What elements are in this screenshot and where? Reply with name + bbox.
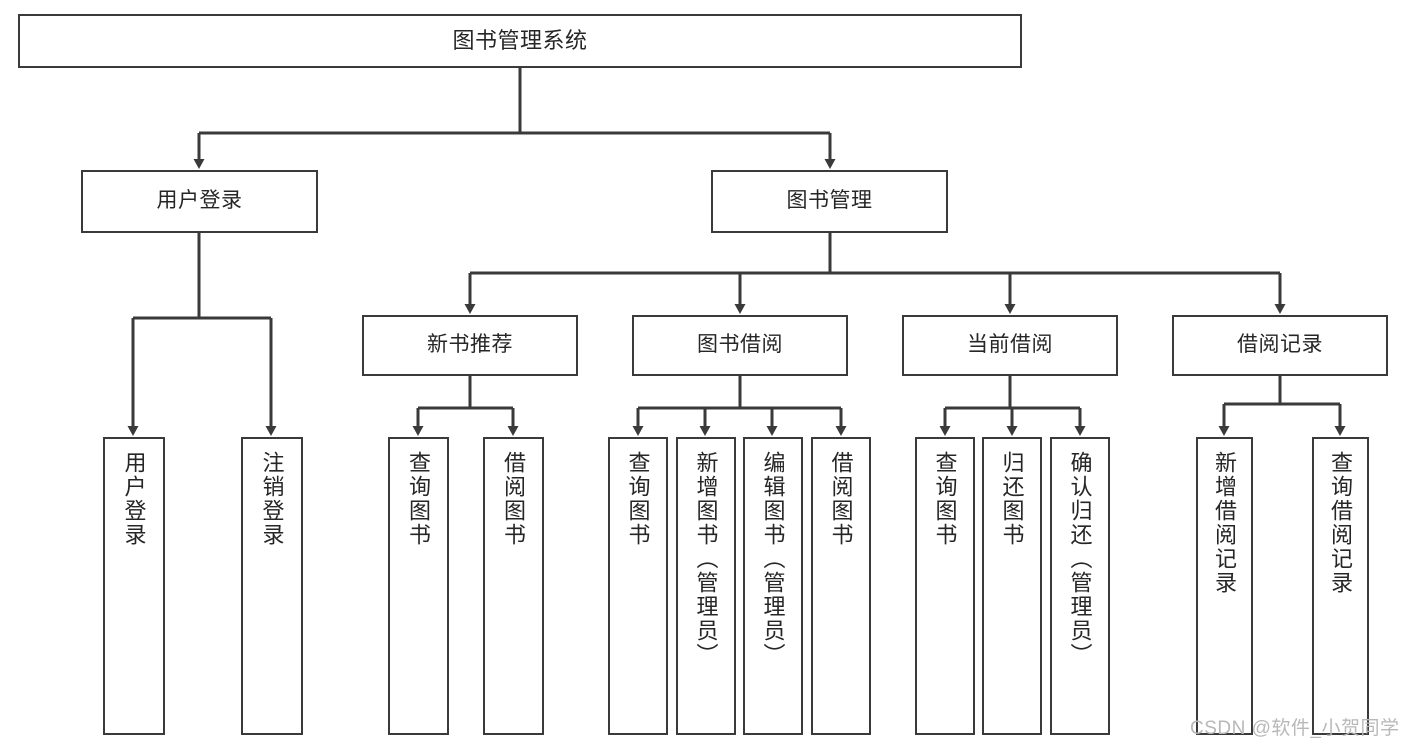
node-label: 归还图书 [999,451,1025,547]
node-book-borrow[interactable]: 图书借阅 [632,315,848,376]
node-label: 当前借阅 [967,333,1053,357]
node-label: 借阅图书 [501,451,527,547]
node-root-book-management-system[interactable]: 图书管理系统 [18,14,1022,68]
node-label: 借阅记录 [1237,333,1323,357]
leaf-current-borrow-query-book[interactable]: 查询图书 [915,437,975,735]
leaf-new-book-borrow-book[interactable]: 借阅图书 [483,437,544,735]
node-label: 图书管理 [786,189,873,213]
node-label: 新增图书（管理员） [693,451,719,667]
leaf-book-borrow-add-book-admin[interactable]: 新增图书（管理员） [676,437,736,735]
node-label: 图书管理系统 [452,28,588,54]
leaf-book-borrow-query-book[interactable]: 查询图书 [608,437,668,735]
node-label: 确认归还（管理员） [1067,451,1093,667]
node-label: 用户登录 [156,189,243,213]
node-label: 编辑图书（管理员） [760,451,786,667]
node-label: 新书推荐 [427,333,513,357]
leaf-current-borrow-return-book[interactable]: 归还图书 [982,437,1042,735]
node-label: 用户登录 [121,451,147,547]
node-label: 新增借阅记录 [1212,451,1238,595]
leaf-book-borrow-borrow-book[interactable]: 借阅图书 [811,437,871,735]
leaf-user-login-logout[interactable]: 注销登录 [241,437,303,735]
node-current-borrow[interactable]: 当前借阅 [902,315,1118,376]
leaf-borrow-record-add-record[interactable]: 新增借阅记录 [1196,437,1253,735]
node-label: 注销登录 [259,451,285,547]
leaf-new-book-query-book[interactable]: 查询图书 [388,437,449,735]
node-user-login[interactable]: 用户登录 [81,170,318,233]
node-label: 借阅图书 [828,451,854,547]
node-label: 查询图书 [625,451,651,547]
node-book-management[interactable]: 图书管理 [711,170,948,233]
node-label: 查询图书 [406,451,432,547]
leaf-current-borrow-confirm-return-admin[interactable]: 确认归还（管理员） [1050,437,1110,735]
node-new-book-recommend[interactable]: 新书推荐 [362,315,578,376]
leaf-borrow-record-query-record[interactable]: 查询借阅记录 [1312,437,1369,735]
leaf-user-login-login[interactable]: 用户登录 [103,437,165,735]
csdn-watermark: CSDN @软件_小贺同学 [1190,718,1400,739]
node-label: 图书借阅 [697,333,783,357]
leaf-book-borrow-edit-book-admin[interactable]: 编辑图书（管理员） [743,437,803,735]
node-borrow-record[interactable]: 借阅记录 [1172,315,1388,376]
node-label: 查询图书 [932,451,958,547]
node-label: 查询借阅记录 [1328,451,1354,595]
